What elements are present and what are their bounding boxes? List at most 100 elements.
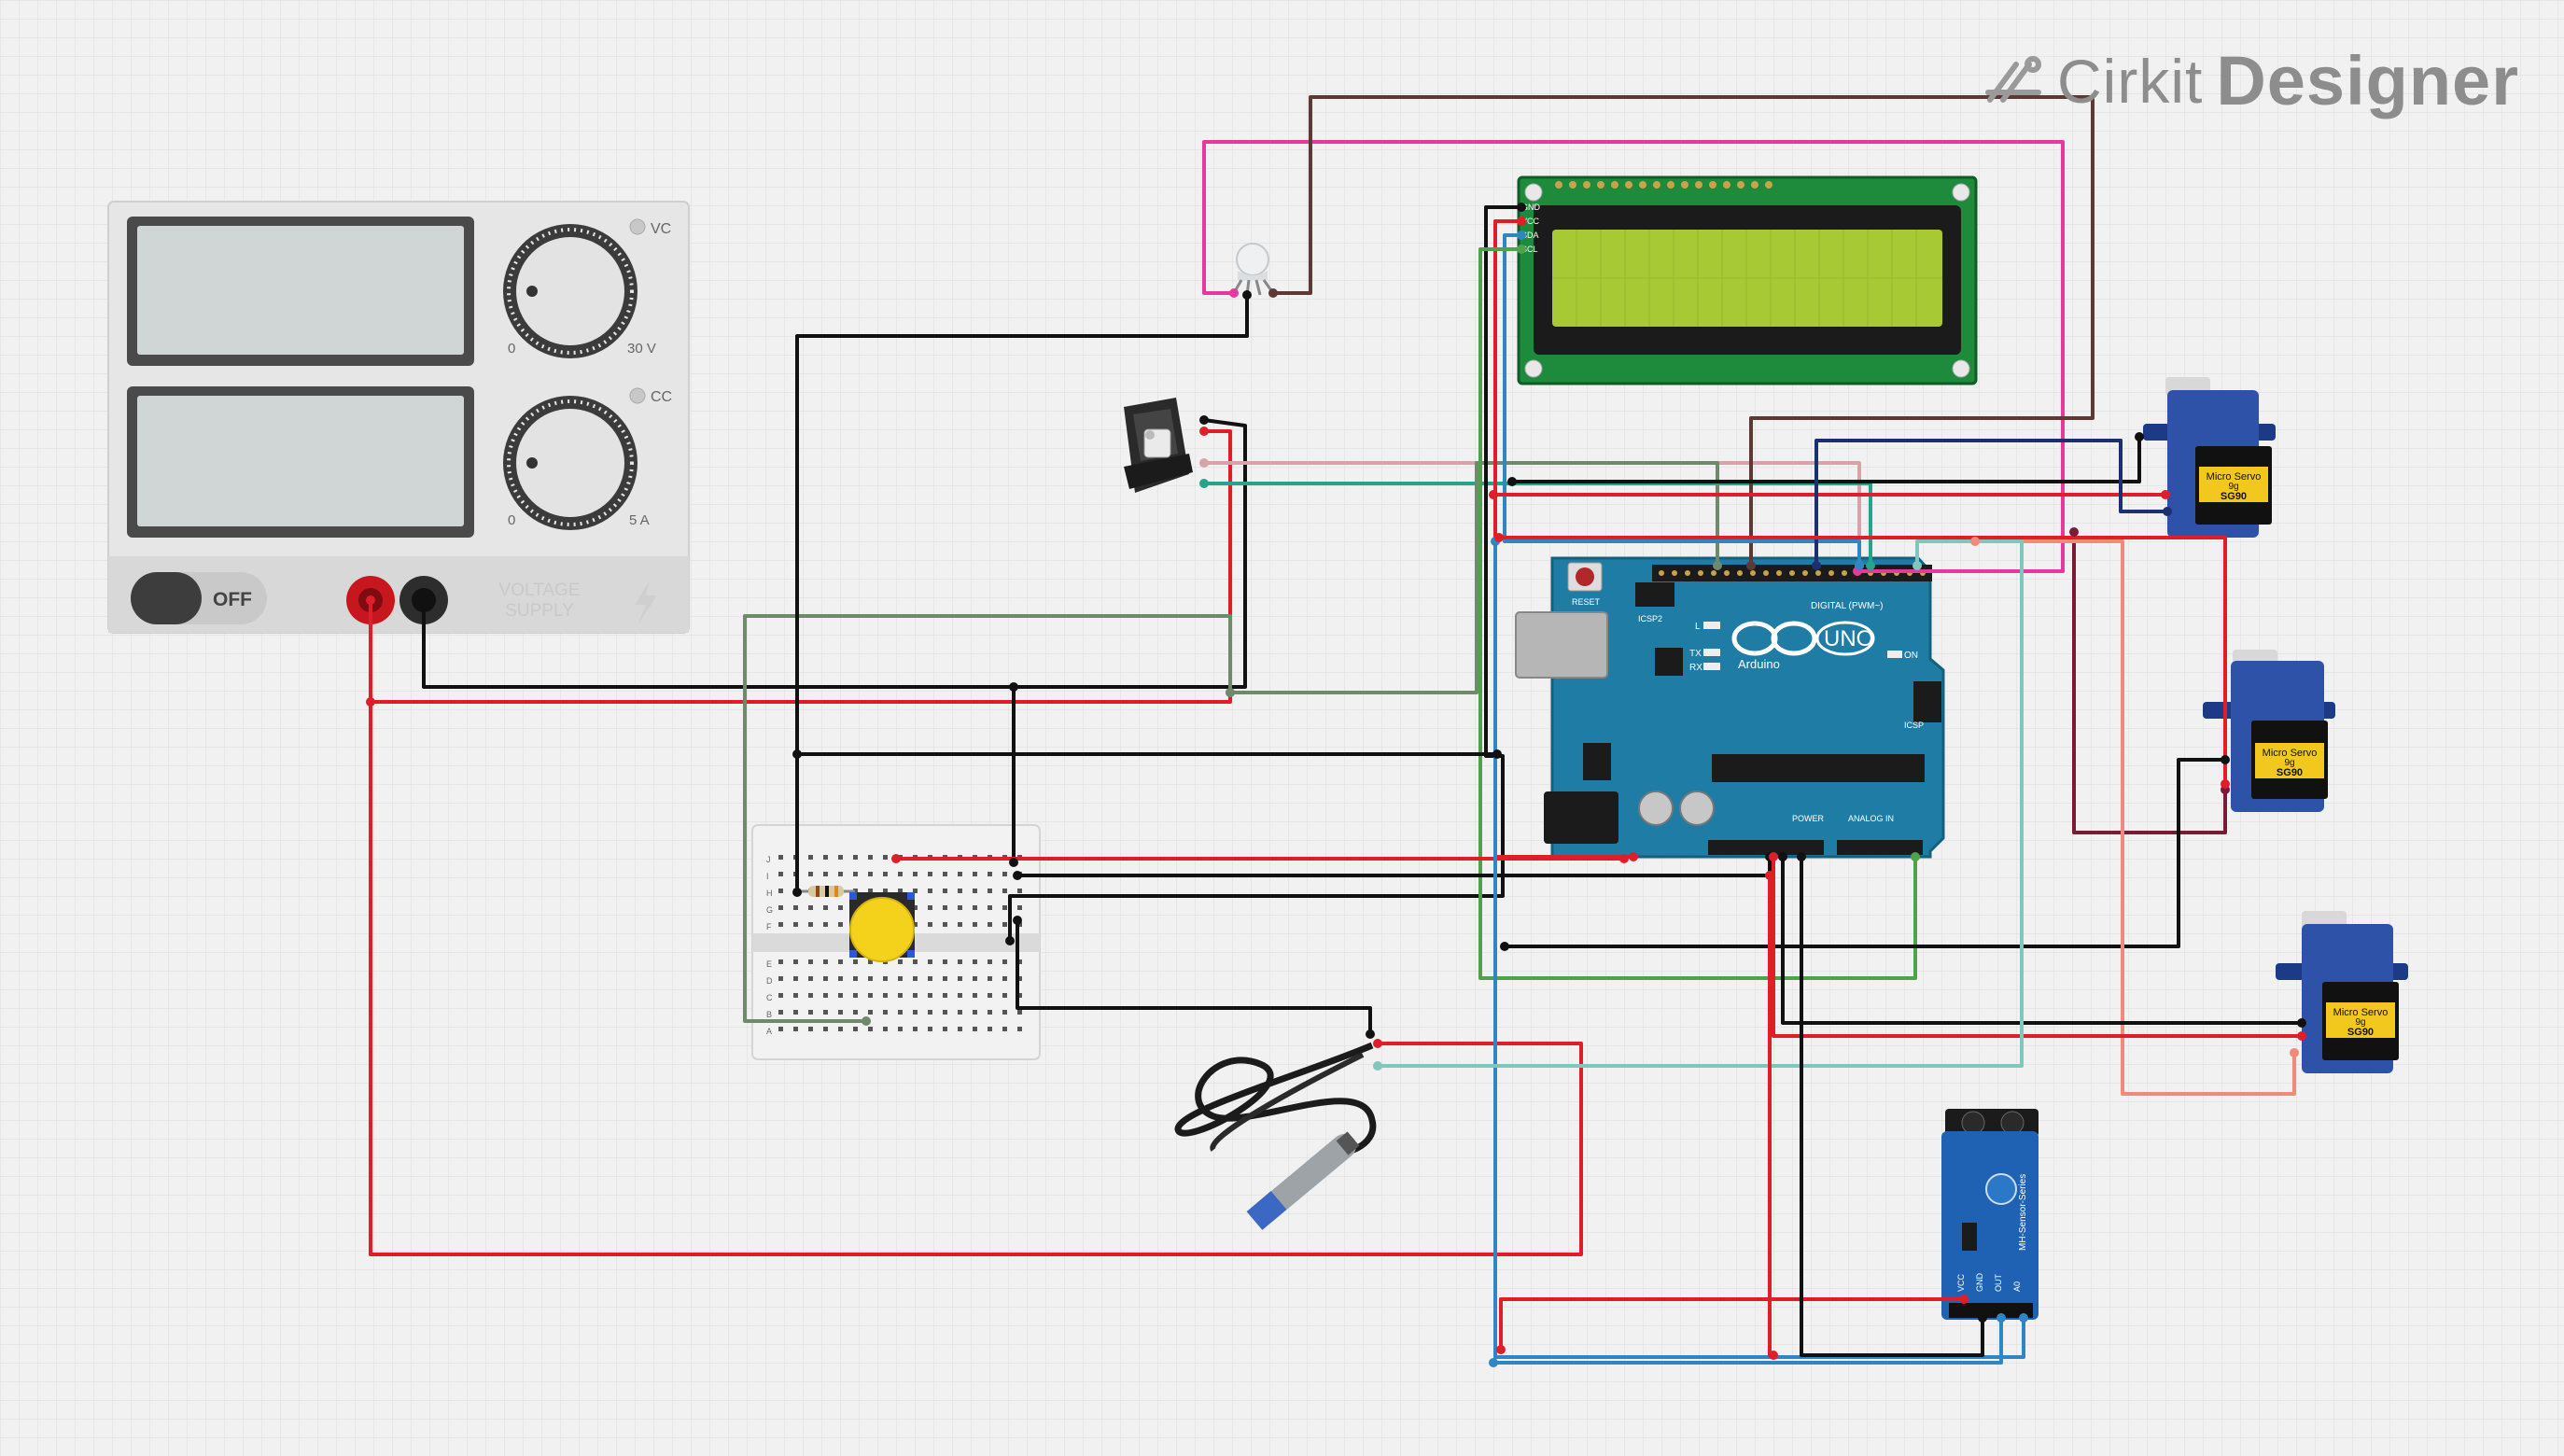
wire-led-black[interactable]	[795, 295, 1249, 892]
breadboard-hole[interactable]	[988, 922, 992, 927]
wire-supply-positive-prox[interactable]	[369, 702, 1583, 1256]
breadboard-hole[interactable]	[898, 1027, 903, 1031]
breadboard-hole[interactable]	[1002, 993, 1007, 998]
breadboard-hole[interactable]	[778, 905, 783, 910]
wire-ir-blue[interactable]	[1493, 1318, 2003, 1365]
wire-lcd-scl[interactable]	[1478, 247, 1917, 980]
breadboard-hole[interactable]	[778, 872, 783, 876]
breadboard-hole[interactable]	[823, 993, 828, 998]
breadboard-hole[interactable]	[928, 889, 932, 893]
breadboard-hole[interactable]	[928, 1027, 932, 1031]
breadboard-hole[interactable]	[913, 993, 918, 998]
breadboard-hole[interactable]	[928, 976, 932, 981]
breadboard-hole[interactable]	[808, 976, 813, 981]
breadboard-hole[interactable]	[988, 872, 992, 876]
breadboard-hole[interactable]	[838, 922, 843, 927]
breadboard-hole[interactable]	[793, 905, 798, 910]
inductive-proximity-sensor[interactable]	[1174, 1042, 1377, 1230]
wire-supply-positive[interactable]	[369, 429, 1232, 704]
breadboard-hole[interactable]	[973, 976, 977, 981]
breadboard-hole[interactable]	[988, 1027, 992, 1031]
wire-servo1-navy[interactable]	[1814, 439, 2167, 566]
breadboard-hole[interactable]	[928, 905, 932, 910]
breadboard-hole[interactable]	[868, 976, 873, 981]
breadboard-hole[interactable]	[853, 1027, 858, 1031]
lcd-16x2[interactable]: GND VCC SDA SCL	[1517, 175, 1978, 385]
breadboard-hole[interactable]	[883, 855, 888, 860]
breadboard-hole[interactable]	[943, 976, 947, 981]
breadboard-hole[interactable]	[913, 922, 918, 927]
push-button[interactable]	[849, 892, 915, 962]
voltage-knob[interactable]	[503, 224, 637, 358]
wire-supply-negative[interactable]	[422, 418, 1247, 689]
breadboard-hole[interactable]	[943, 993, 947, 998]
breadboard-hole[interactable]	[868, 959, 873, 964]
wire-sage-arduino[interactable]	[1230, 461, 1719, 694]
breadboard-hole[interactable]	[973, 905, 977, 910]
breadboard-hole[interactable]	[823, 905, 828, 910]
breadboard-hole[interactable]	[838, 872, 843, 876]
breadboard-hole[interactable]	[958, 1027, 962, 1031]
breadboard-hole[interactable]	[823, 976, 828, 981]
breadboard-hole[interactable]	[928, 993, 932, 998]
wire-lcd-gnd[interactable]	[1008, 205, 1521, 941]
breadboard-hole[interactable]	[778, 889, 783, 893]
breadboard-hole[interactable]	[868, 1027, 873, 1031]
breadboard-hole[interactable]	[973, 1010, 977, 1015]
breadboard-hole[interactable]	[1002, 922, 1007, 927]
breadboard-hole[interactable]	[853, 959, 858, 964]
breadboard-hole[interactable]	[1002, 976, 1007, 981]
breadboard-hole[interactable]	[913, 872, 918, 876]
breadboard-hole[interactable]	[913, 905, 918, 910]
breadboard-hole[interactable]	[853, 855, 858, 860]
reset-button[interactable]	[1576, 567, 1594, 586]
breadboard-hole[interactable]	[973, 959, 977, 964]
breadboard-hole[interactable]	[883, 1027, 888, 1031]
breadboard-hole[interactable]	[883, 993, 888, 998]
breadboard-hole[interactable]	[958, 922, 962, 927]
breadboard-hole[interactable]	[943, 1027, 947, 1031]
breadboard-hole[interactable]	[868, 1010, 873, 1015]
servo-3[interactable]: Micro Servo 9g SG90	[2276, 911, 2408, 1073]
breadboard-hole[interactable]	[1017, 889, 1022, 893]
breadboard-hole[interactable]	[928, 959, 932, 964]
breadboard-hole[interactable]	[988, 993, 992, 998]
breadboard-hole[interactable]	[958, 1010, 962, 1015]
breadboard-hole[interactable]	[853, 889, 858, 893]
breadboard-hole[interactable]	[793, 976, 798, 981]
breadboard-hole[interactable]	[883, 1010, 888, 1015]
ir-potentiometer[interactable]	[1985, 1173, 2017, 1205]
breadboard-hole[interactable]	[973, 993, 977, 998]
breadboard-hole[interactable]	[988, 1010, 992, 1015]
breadboard-hole[interactable]	[988, 976, 992, 981]
breadboard-hole[interactable]	[898, 872, 903, 876]
wire-printer-sage[interactable]	[743, 614, 1232, 1023]
wire-servo2-red[interactable]	[1499, 536, 2227, 784]
breadboard-hole[interactable]	[838, 976, 843, 981]
breadboard-hole[interactable]	[973, 1027, 977, 1031]
breadboard-hole[interactable]	[793, 922, 798, 927]
breadboard-hole[interactable]	[778, 959, 783, 964]
breadboard-hole[interactable]	[778, 1027, 783, 1031]
breadboard-hole[interactable]	[838, 855, 843, 860]
breadboard-hole[interactable]	[928, 922, 932, 927]
breadboard-hole[interactable]	[943, 922, 947, 927]
breadboard-hole[interactable]	[808, 1027, 813, 1031]
breadboard-hole[interactable]	[778, 855, 783, 860]
breadboard-hole[interactable]	[853, 976, 858, 981]
current-knob[interactable]	[503, 396, 637, 530]
ir-sensor-module[interactable]: MH-Sensor-Series VCC GND OUT A0	[1941, 1109, 2039, 1320]
breadboard-hole[interactable]	[913, 1010, 918, 1015]
power-supply[interactable]: VC CC 0 30 V 0 5 A OFF VOLTAGE SUPPLY	[107, 201, 690, 634]
breadboard-hole[interactable]	[808, 993, 813, 998]
breadboard-hole[interactable]	[823, 959, 828, 964]
breadboard-hole[interactable]	[838, 1010, 843, 1015]
breadboard-hole[interactable]	[793, 1010, 798, 1015]
breadboard-hole[interactable]	[973, 872, 977, 876]
wire-servo1-black[interactable]	[1512, 437, 2141, 483]
breadboard-hole[interactable]	[913, 889, 918, 893]
breadboard-hole[interactable]	[898, 959, 903, 964]
breadboard-hole[interactable]	[928, 1010, 932, 1015]
breadboard-hole[interactable]	[1002, 889, 1007, 893]
breadboard-hole[interactable]	[1002, 872, 1007, 876]
